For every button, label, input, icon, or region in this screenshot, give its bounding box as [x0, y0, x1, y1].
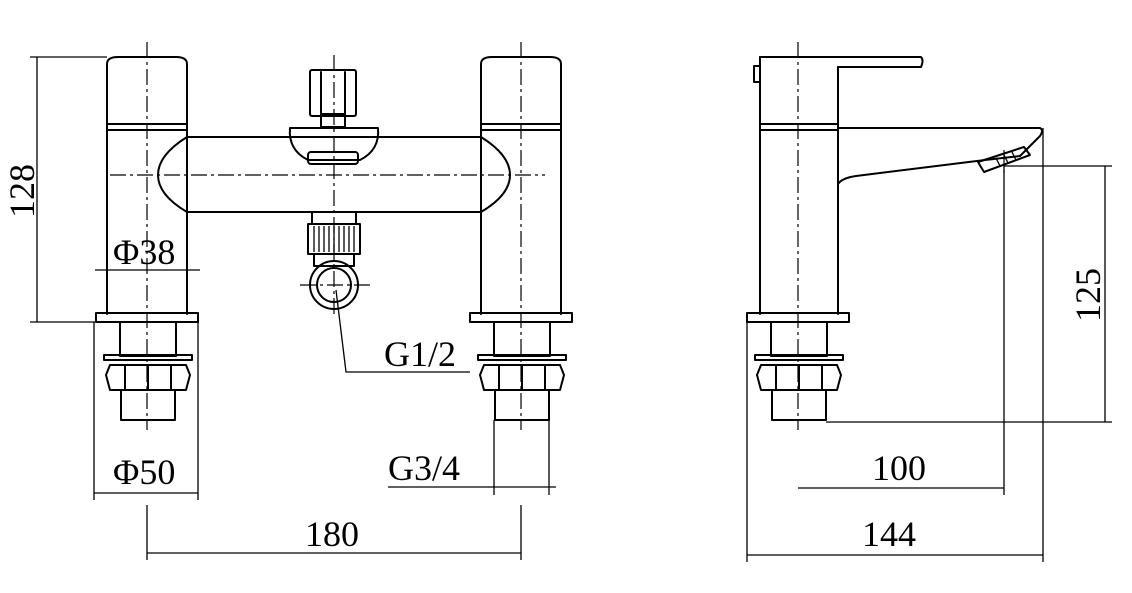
dimension-handle-diameter: Φ38 [95, 232, 200, 272]
right-pillar [469, 56, 573, 421]
side-body [746, 56, 1043, 421]
side-centre-lines [797, 42, 1005, 430]
dim-label-phi50: Φ50 [113, 452, 175, 492]
dim-label-phi38: Φ38 [113, 232, 175, 272]
dim-label-128: 128 [2, 164, 42, 218]
leader-outlet-thread: G1/2 [335, 289, 470, 374]
dimension-centres-180: 180 [146, 505, 522, 560]
dim-label-100: 100 [872, 448, 926, 488]
dim-label-g12: G1/2 [384, 334, 456, 374]
dim-label-144: 144 [862, 514, 916, 554]
front-centre-lines [110, 42, 545, 430]
dim-label-180: 180 [305, 514, 359, 554]
dimension-height-128: 128 [2, 56, 107, 323]
dimension-inlet-thread: G3/4 [388, 420, 556, 495]
dimension-spout-reach-100: 100 [798, 166, 1005, 495]
dimension-spout-height-125: 125 [826, 165, 1112, 423]
side-view: 125 100 144 [746, 42, 1112, 562]
dimension-overall-depth-144: 144 [746, 128, 1044, 562]
front-view: 128 Φ38 Φ50 G1/2 G3/4 [2, 42, 573, 560]
dim-label-125: 125 [1068, 268, 1108, 322]
dim-label-g34: G3/4 [388, 448, 460, 488]
dimension-base-diameter: Φ50 [93, 322, 199, 500]
